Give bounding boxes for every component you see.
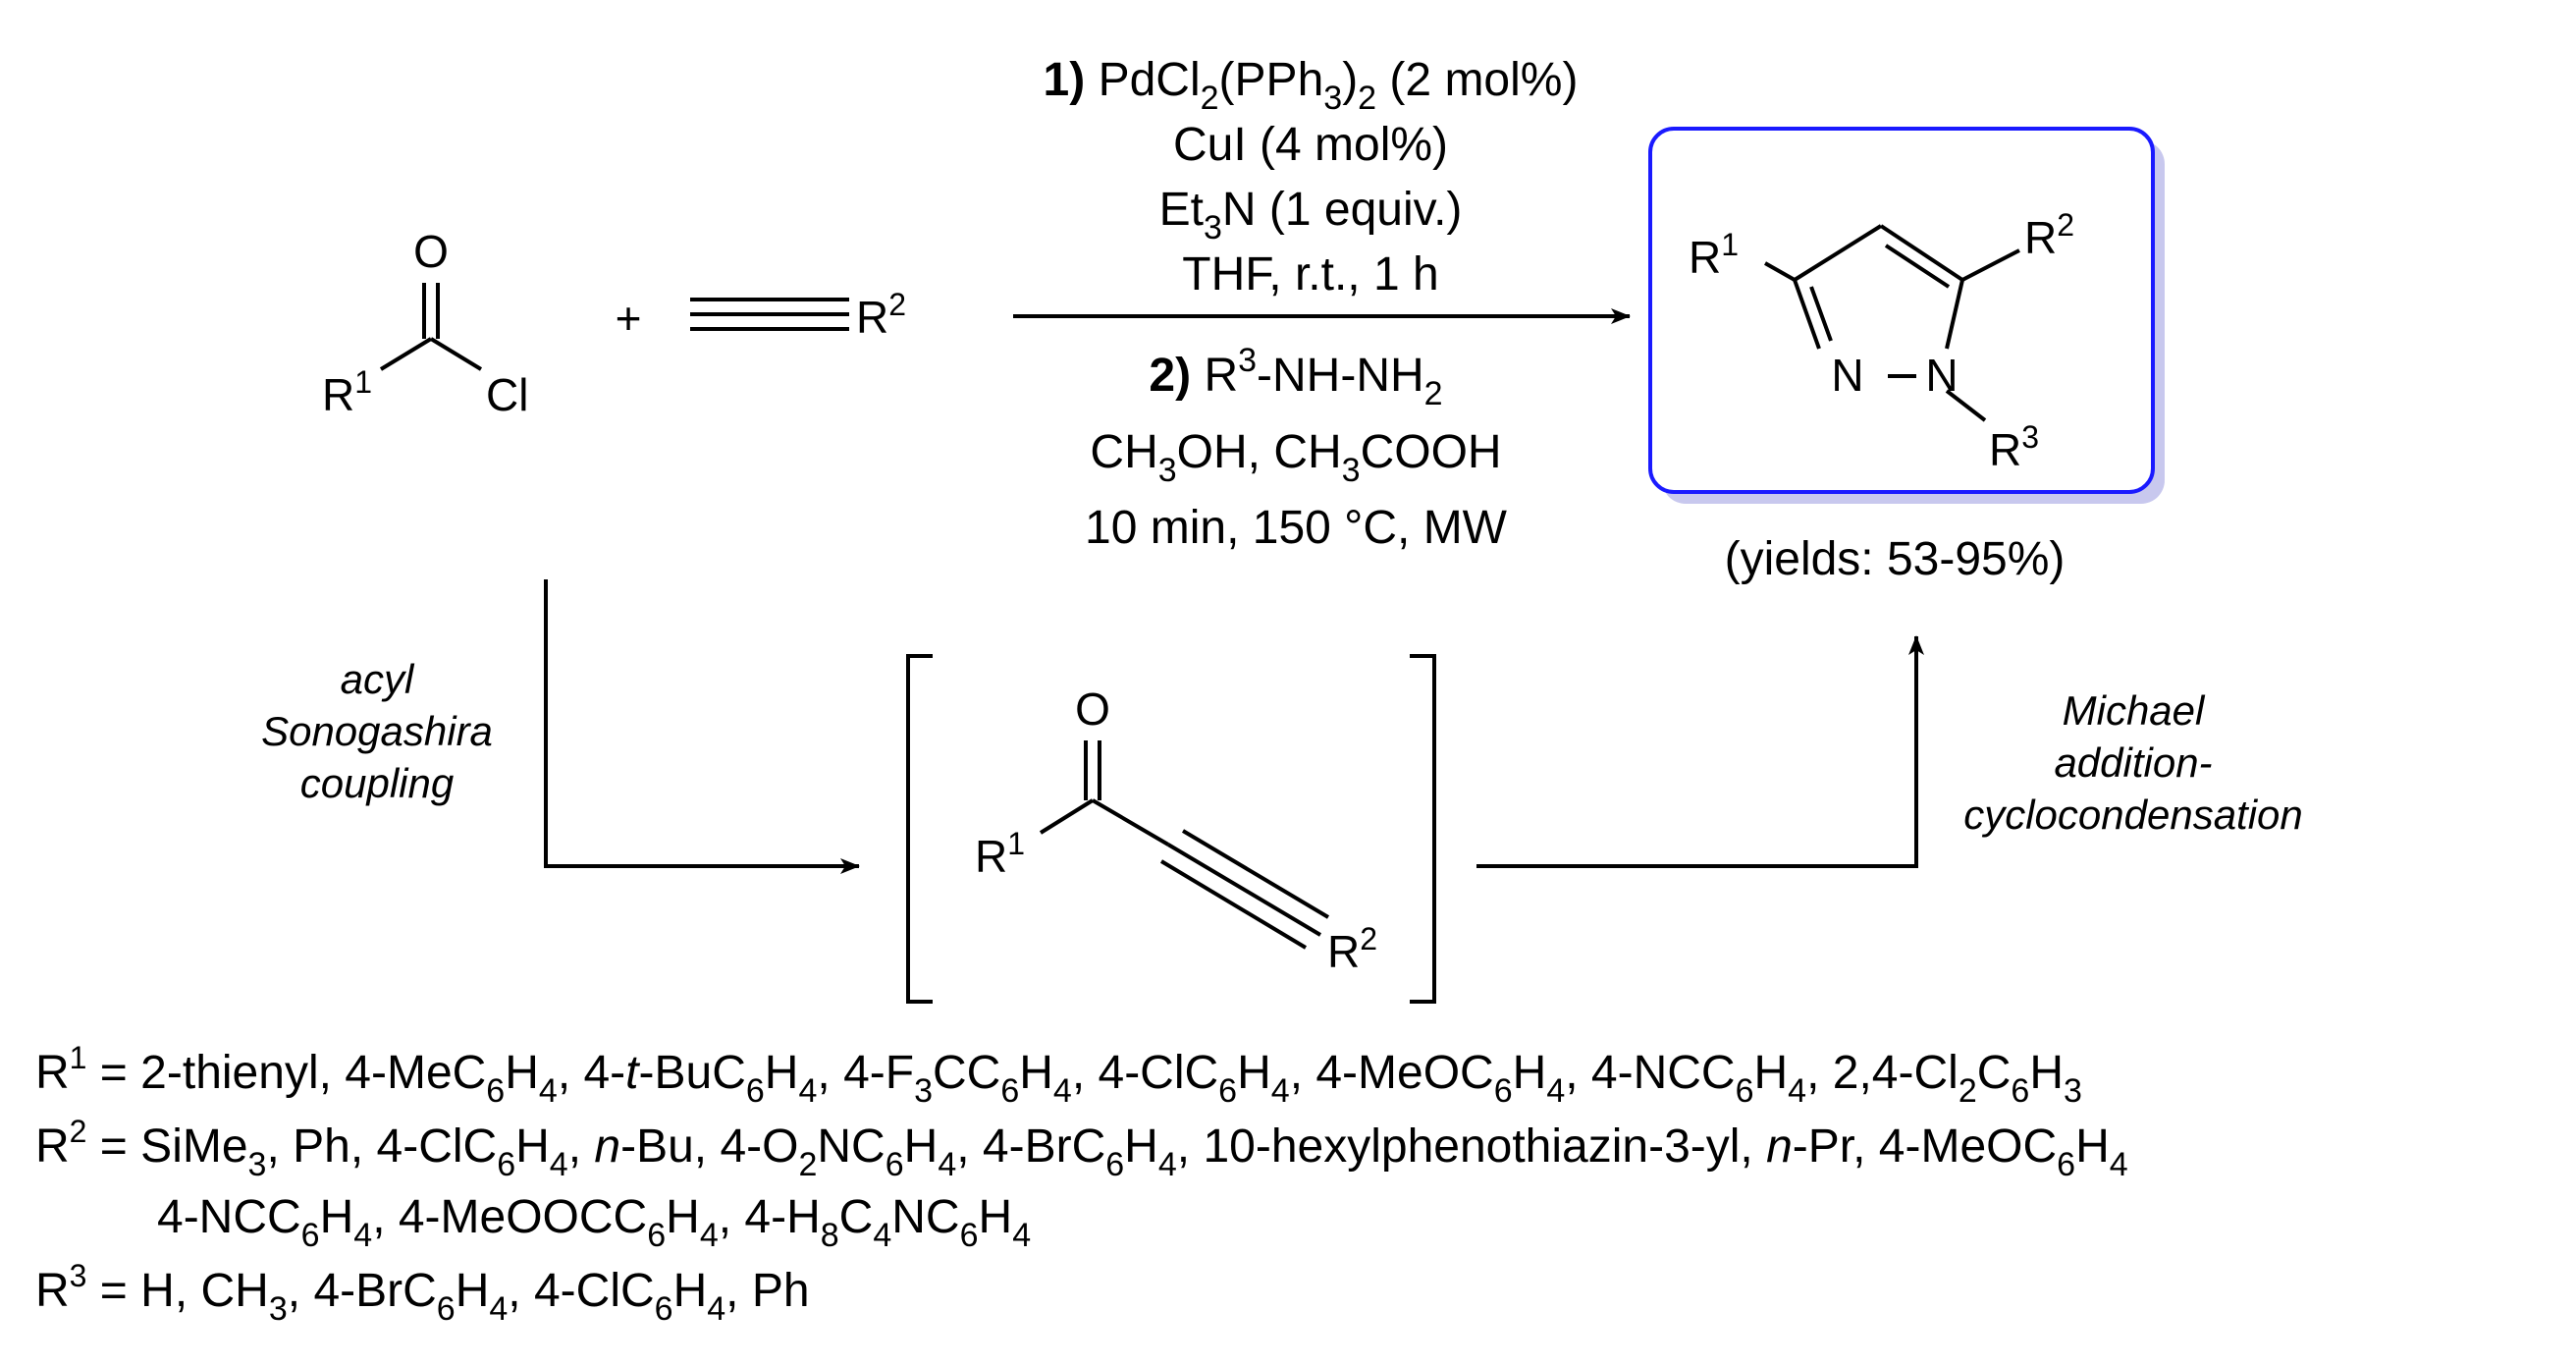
reaction-conditions: 1) PdCl2(PPh3)2 (2 mol%) CuI (4 mol%) Et…	[1013, 54, 1631, 554]
bond-c5-r2	[1961, 248, 2020, 282]
intermediate-r2-label: R2	[1327, 921, 1377, 977]
r2-definition-continued: 4-NCC6H4, 4-MeOOCC6H4, 4-H8C4NC6H4	[157, 1191, 1031, 1254]
alkyne-structure: R2	[690, 287, 906, 343]
plus-sign: +	[616, 293, 642, 344]
intermediate-oxygen-label: O	[1075, 683, 1110, 735]
cyclization-arrow	[1476, 635, 1924, 868]
annotation-left-line2: Sonogashira	[261, 708, 493, 754]
product-r2-label: R2	[2024, 207, 2074, 263]
cyclization-annotation: Michael addition- cyclocondensation	[1963, 687, 2303, 838]
ring-bond-c5-n1	[1945, 279, 1964, 350]
acyl-chloride-structure: O R1 Cl	[322, 226, 528, 420]
coupling-arrow	[544, 579, 860, 874]
cond-step2-line3: 10 min, 150 °C, MW	[1085, 502, 1508, 554]
coupling-annotation: acyl Sonogashira coupling	[261, 656, 493, 806]
product-n1-label: N	[1925, 350, 1958, 401]
ring-bond-c4-c5	[1879, 224, 1964, 282]
annotation-right-line3: cyclocondensation	[1963, 792, 2303, 838]
annotation-right-line1: Michael	[2063, 687, 2206, 734]
cond-step1-line3: Et3N (1 equiv.)	[1159, 184, 1463, 246]
acyl-r1-bond	[379, 337, 433, 371]
product-r3-label: R3	[1989, 419, 2039, 475]
annotation-right-line2: addition-	[2054, 739, 2212, 786]
acyl-cl-label: Cl	[486, 369, 528, 420]
acyl-r1-label: R1	[322, 364, 372, 420]
substituent-definitions: R1 = 2-thienyl, 4-MeC6H4, 4-t-BuC6H4, 4-…	[35, 1040, 2128, 1328]
product-box: N N R1 R2 R3	[1648, 127, 2165, 504]
r3-definition: R3 = H, CH3, 4-BrC6H4, 4-ClC6H4, Ph	[35, 1258, 810, 1328]
r1-definition: R1 = 2-thienyl, 4-MeC6H4, 4-t-BuC6H4, 4-…	[35, 1040, 2082, 1110]
cond-step1-line1: 1) PdCl2(PPh3)2 (2 mol%)	[1044, 54, 1579, 117]
alkyne-r2-label: R2	[856, 287, 906, 343]
bond-n1-r3	[1945, 389, 1987, 422]
ynone-triple-3	[1159, 859, 1308, 950]
intermediate-r1-label: R1	[975, 826, 1025, 882]
intermediate-ynone: O R1 R2	[906, 654, 1436, 1004]
product-n2-label: N	[1831, 350, 1863, 401]
product-box-frame	[1648, 127, 2155, 494]
ynone-r1-bond	[1039, 798, 1095, 835]
ynone-c-c-bond	[1091, 798, 1170, 847]
yields-label: (yields: 53-95%)	[1725, 533, 2066, 585]
ynone-triple-2	[1181, 829, 1330, 919]
cond-step1-line2: CuI (4 mol%)	[1173, 119, 1448, 171]
r2-definition: R2 = SiMe3, Ph, 4-ClC6H4, n-Bu, 4-O2NC6H…	[35, 1114, 2128, 1183]
ring-bond-c4-c5-inner	[1884, 244, 1951, 289]
bond-c3-r1	[1764, 261, 1796, 282]
cond-step1-line4: THF, r.t., 1 h	[1182, 248, 1438, 301]
cond-step2-line1: 2) R3-NH-NH2	[1149, 342, 1442, 412]
left-bracket	[906, 654, 933, 1004]
product-r1-label: R1	[1689, 227, 1739, 283]
cond-step2-line2: CH3OH, CH3COOH	[1090, 426, 1501, 489]
acyl-cl-bond	[429, 337, 483, 371]
right-bracket	[1410, 654, 1436, 1004]
annotation-left-line1: acyl	[341, 656, 415, 702]
ring-bond-c3-c4	[1793, 224, 1883, 282]
ynone-triple-1	[1166, 843, 1322, 937]
annotation-left-line3: coupling	[300, 760, 454, 806]
ring-bond-n2-c3-inner	[1809, 286, 1833, 342]
ring-bond-n2-c3	[1793, 279, 1821, 350]
acyl-oxygen-label: O	[413, 226, 449, 277]
